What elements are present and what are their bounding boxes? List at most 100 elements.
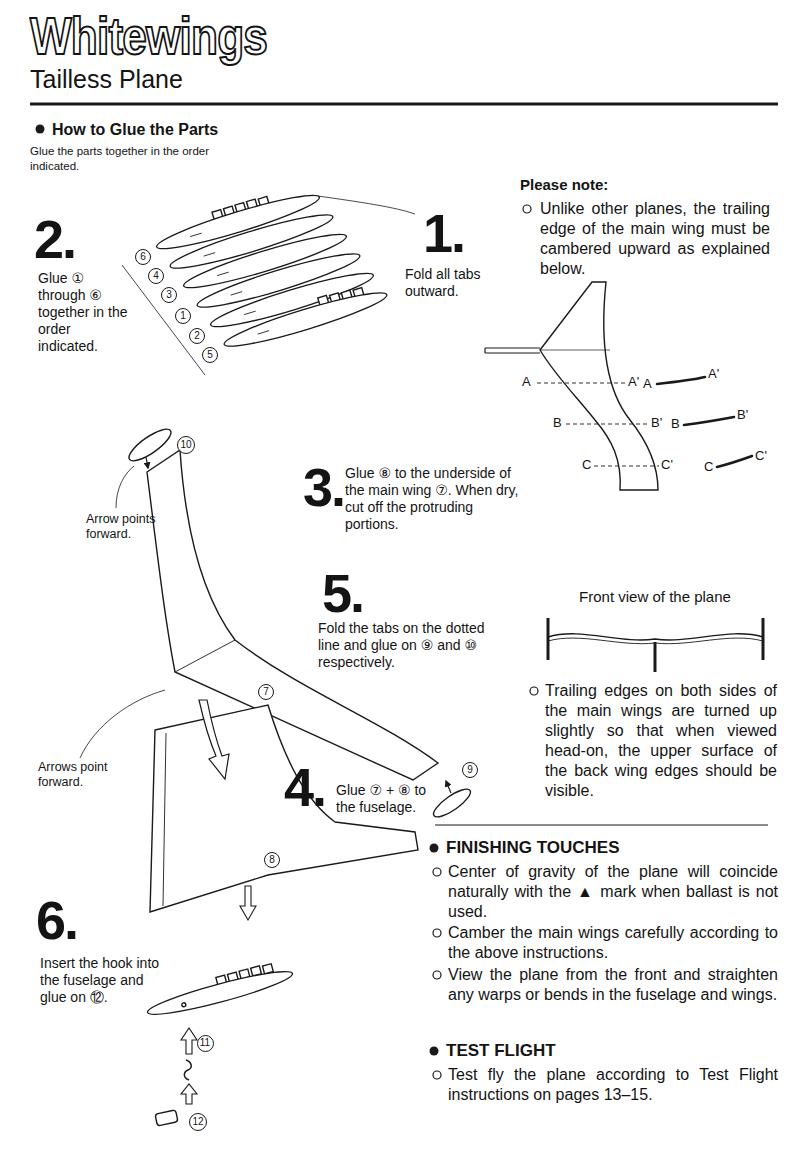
instruction-text: Glue the parts together in the order ind… <box>30 144 240 174</box>
callout-text: 3 <box>166 290 172 300</box>
step-number: 1. <box>423 206 464 260</box>
wing-planform <box>540 282 658 490</box>
callout-note: Arrows point forward. <box>38 760 110 790</box>
section-heading: FINISHING TOUCHES <box>446 838 619 858</box>
title-rule <box>30 103 778 106</box>
callout-number: 4 <box>148 268 164 284</box>
fuselage-edge <box>163 733 166 906</box>
slot <box>204 253 215 257</box>
section-letter: B' <box>737 408 748 422</box>
airfoil-sections <box>657 377 752 467</box>
wing-front <box>548 634 763 640</box>
fuselage-front <box>654 642 657 672</box>
note-text: Center of gravity of the plane will coin… <box>448 862 778 922</box>
callout-number: 7 <box>258 684 274 700</box>
section-letter: C <box>582 458 591 472</box>
bullet <box>36 125 45 134</box>
part-outline <box>221 285 389 354</box>
leader-line <box>116 466 134 508</box>
slot <box>231 292 242 296</box>
brand-title: Whitewings <box>30 10 267 62</box>
section-letter: C <box>704 460 713 474</box>
instruction-text: Glue ⑦ + ⑧ to the fuselage. <box>336 782 446 816</box>
ballast-piece <box>155 1110 178 1126</box>
instruction-text: Fold the tabs on the dotted line and glu… <box>318 620 506 671</box>
sheet-outline <box>318 196 415 214</box>
section-letter: C' <box>661 458 673 472</box>
step-number: 3. <box>303 460 344 514</box>
instruction-text: Insert the hook into the fuselage and gl… <box>40 955 166 1006</box>
fit-arrow <box>446 781 451 793</box>
section-line <box>537 383 626 384</box>
wingtip-fin <box>125 424 175 466</box>
section-letter: B' <box>651 416 662 430</box>
callout-number: 8 <box>264 852 280 868</box>
note-text: Camber the main wings carefully accordin… <box>448 923 778 963</box>
note-text: View the plane from the front and straig… <box>448 965 778 1005</box>
callout-number: 5 <box>202 347 218 363</box>
callout-text: 9 <box>467 765 473 775</box>
fuselage <box>143 958 294 1021</box>
assembly-arrow <box>199 700 229 779</box>
callout-text: 5 <box>207 350 213 360</box>
callout-text: 8 <box>269 855 275 865</box>
section-line <box>566 424 649 425</box>
note-text: Unlike other planes, the trailing edge o… <box>540 199 770 279</box>
section-letter: C' <box>755 449 767 463</box>
bullet <box>430 1047 439 1056</box>
separator <box>435 824 768 825</box>
slot <box>258 331 269 335</box>
hollow-bullet <box>433 868 441 876</box>
fuselage-part <box>219 278 389 354</box>
callout-text: 6 <box>140 252 146 262</box>
root-line <box>540 350 610 351</box>
callout-text: 4 <box>153 271 159 281</box>
instruction-text: Glue ① through ⑥ together in the order i… <box>38 270 134 355</box>
section-letter: A' <box>708 367 719 381</box>
instruction-text: Fold all tabs outward. <box>405 266 501 300</box>
section-heading: TEST FLIGHT <box>446 1041 556 1061</box>
instruction-text: Glue ⑧ to the underside of the main wing… <box>345 465 527 533</box>
hook-hole <box>181 1002 186 1007</box>
section-letter: A' <box>628 375 639 389</box>
callout-text: 10 <box>180 440 191 450</box>
section-letter: A <box>522 375 531 389</box>
note-heading: Please note: <box>520 176 608 194</box>
part-outline <box>145 965 295 1021</box>
airfoil-section <box>657 377 705 384</box>
hollow-bullet <box>530 687 538 695</box>
fin-end <box>547 618 550 660</box>
callout-number: 11 <box>197 1035 214 1052</box>
hollow-bullet <box>433 929 441 937</box>
callout-number: 12 <box>189 1113 207 1131</box>
section-lines <box>537 383 659 466</box>
callout-text: 7 <box>263 687 269 697</box>
callout-number: 1 <box>175 308 191 324</box>
section-letter: B <box>671 417 680 431</box>
figure-caption: Front view of the plane <box>560 588 750 606</box>
fit-arrow <box>146 457 148 468</box>
root-line <box>175 640 235 672</box>
assembly-arrow <box>240 886 256 920</box>
bullets <box>36 125 439 1056</box>
section-letter: B <box>553 416 562 430</box>
slot <box>244 311 255 315</box>
callout-number: 3 <box>161 287 177 303</box>
subtitle: Tailless Plane <box>30 66 183 94</box>
callout-number: 10 <box>177 436 195 454</box>
fuselage-stick <box>485 348 540 353</box>
assembly-arrow <box>181 1028 197 1054</box>
callout-number: 9 <box>462 762 478 778</box>
section-line <box>594 466 659 467</box>
airfoil-section <box>684 417 734 425</box>
step-number: 6. <box>36 893 77 947</box>
front-view <box>548 618 763 672</box>
section-heading: How to Glue the Parts <box>52 120 218 139</box>
airfoil-section <box>717 456 752 467</box>
bullet <box>430 844 439 853</box>
callout-text: 11 <box>200 1038 210 1048</box>
note-text: Trailing edges on both sides of the main… <box>545 681 777 801</box>
slot <box>217 272 228 276</box>
hollow-bullet <box>523 205 531 213</box>
hook <box>184 1060 191 1080</box>
